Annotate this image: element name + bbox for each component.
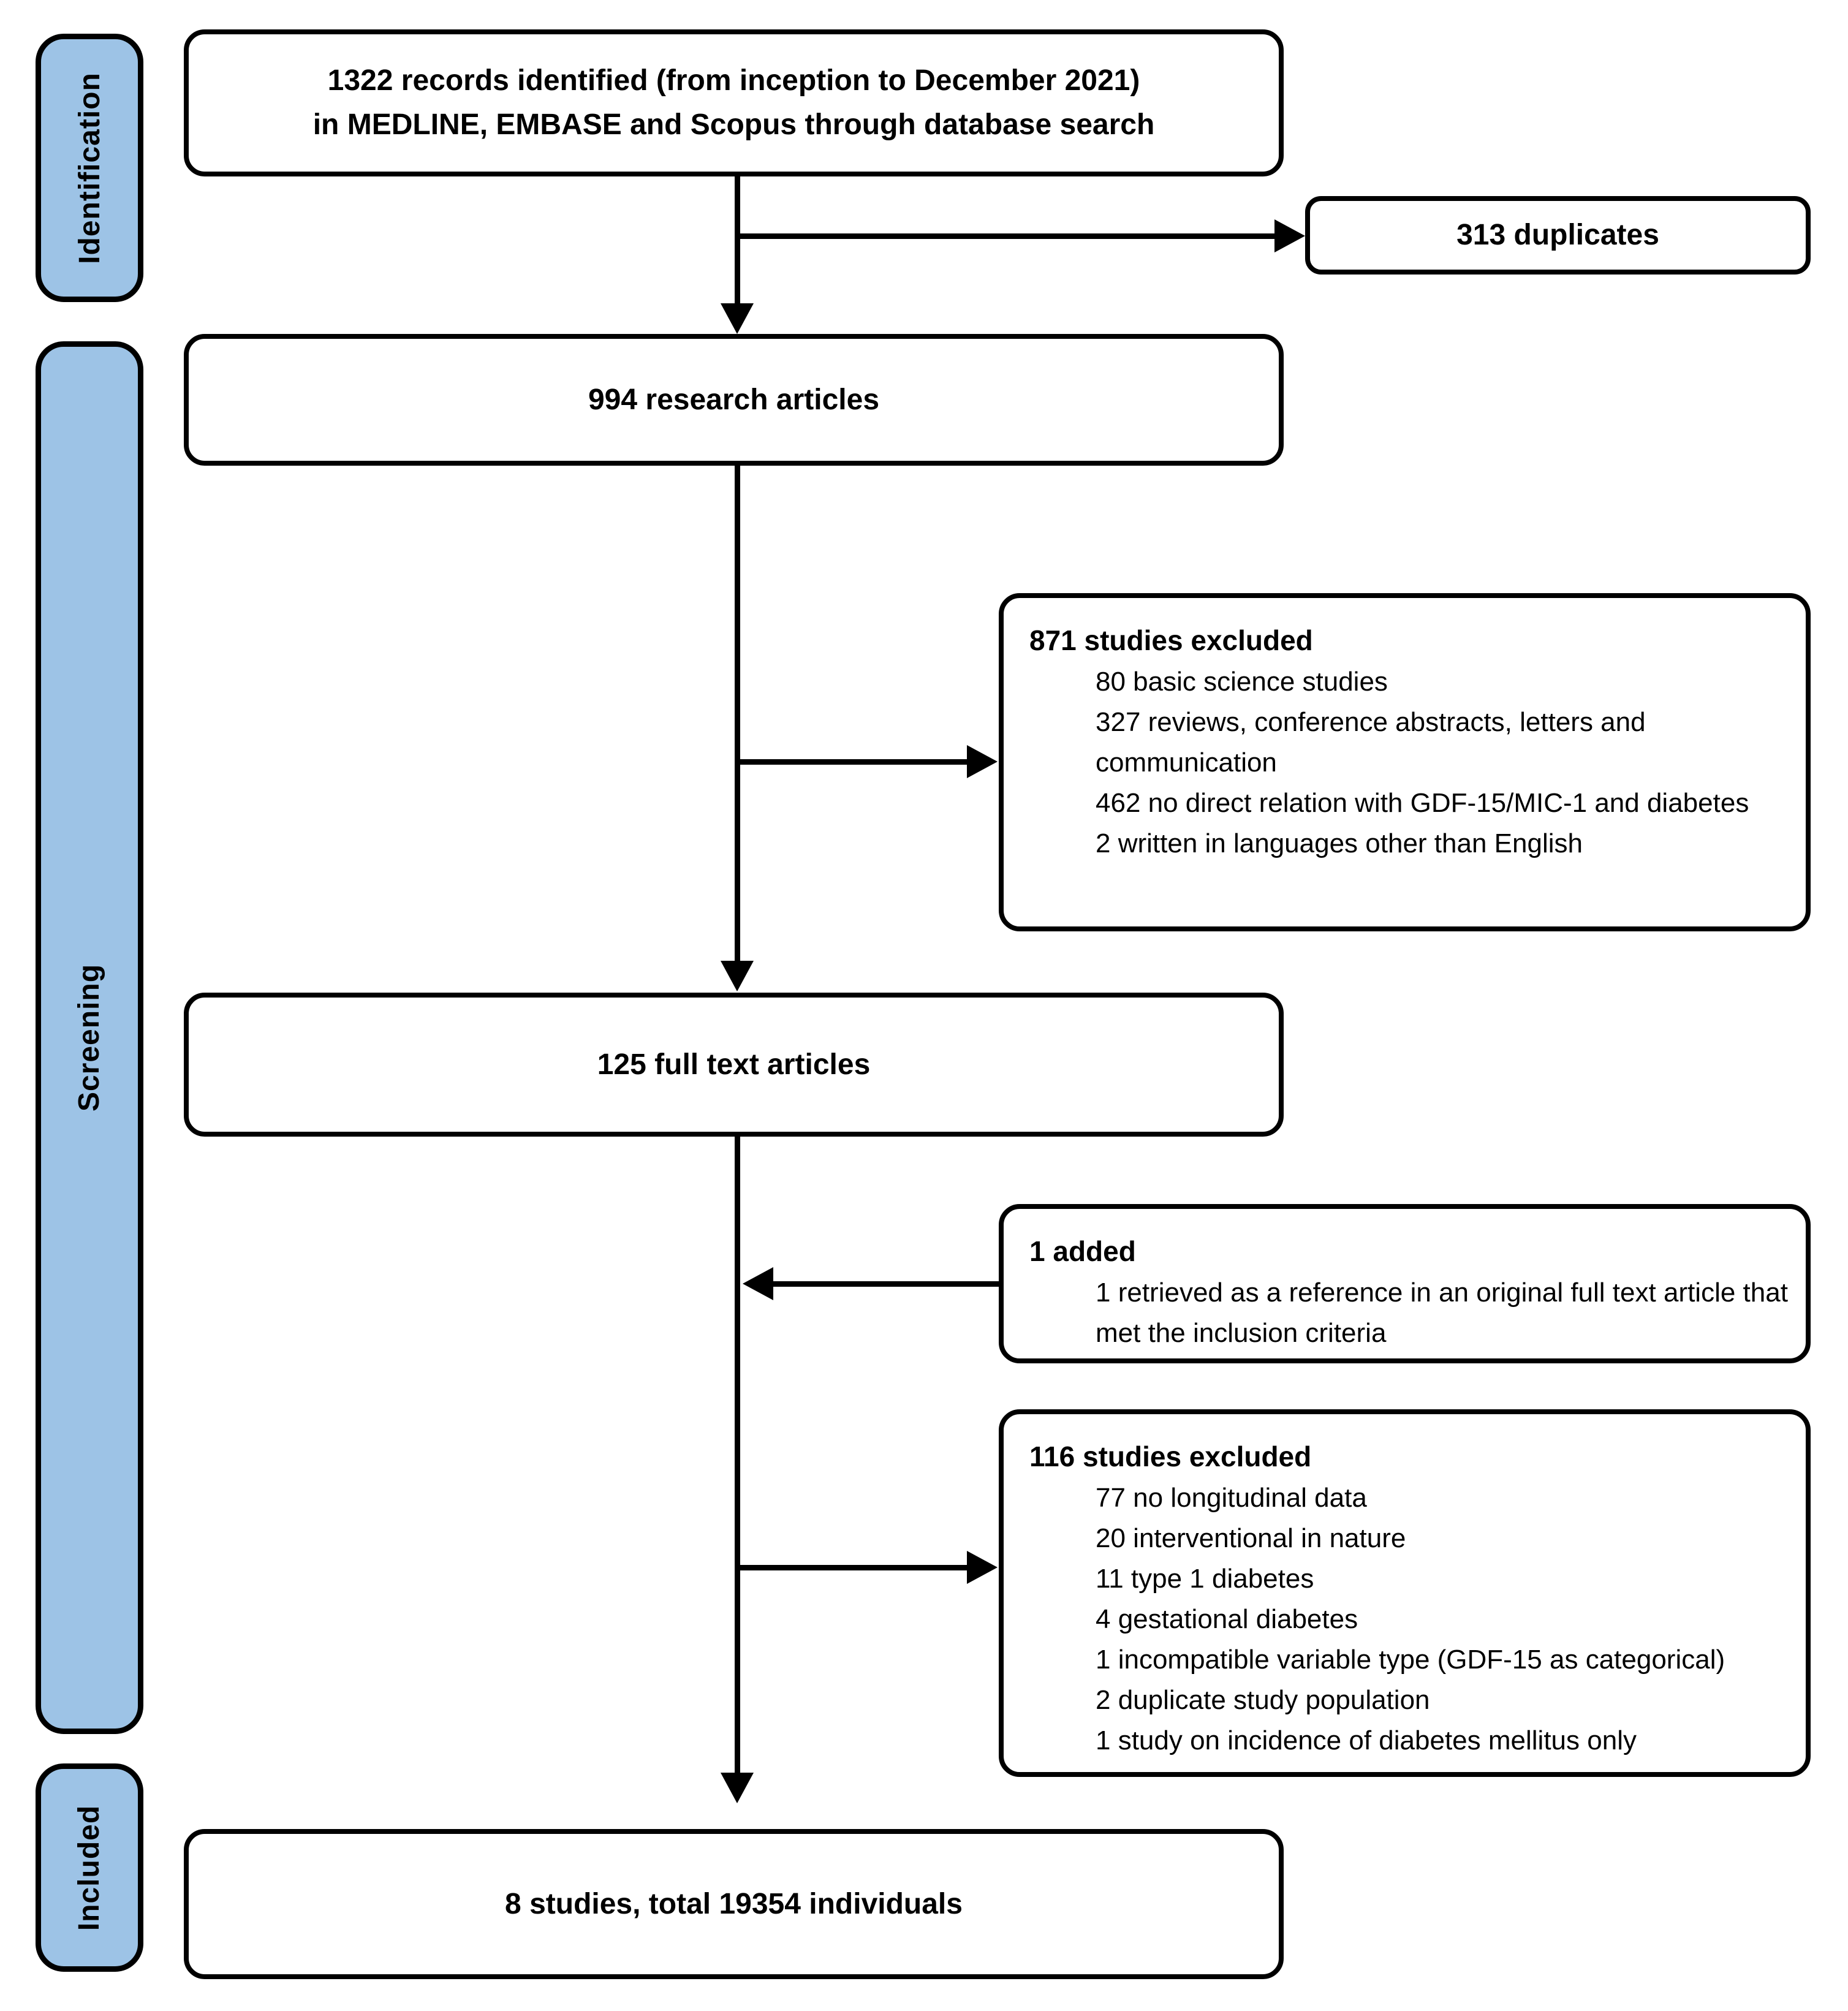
exclusion-item: 11 type 1 diabetes	[1096, 1564, 1314, 1594]
box-fulltext-excluded: 116 studies excluded 77 no longitudinal …	[999, 1409, 1811, 1777]
exclusion-item: 80 basic science studies	[1096, 667, 1388, 697]
box-duplicates: 313 duplicates	[1305, 196, 1811, 275]
connector-research-to-fulltext	[735, 466, 740, 962]
box-included-studies: 8 studies, total 19354 individuals	[184, 1829, 1284, 1979]
connector-records-to-research	[735, 176, 740, 305]
stage-included-label: Included	[73, 1805, 106, 1931]
arrowhead-down-fulltext	[721, 961, 754, 991]
exclusion-item: 1 incompatible variable type (GDF-15 as …	[1096, 1645, 1725, 1675]
connector-to-duplicates	[737, 233, 1278, 239]
fulltext-excluded-items: 77 no longitudinal data 20 interventiona…	[1096, 1478, 1795, 1761]
exclusion-item: 77 no longitudinal data	[1096, 1483, 1367, 1513]
box-full-text-articles: 125 full text articles	[184, 993, 1284, 1137]
stage-identification: Identification	[36, 34, 143, 302]
box-screening-excluded: 871 studies excluded 80 basic science st…	[999, 593, 1811, 931]
stage-screening: Screening	[36, 341, 143, 1734]
box-records-identified: 1322 records identified (from inception …	[184, 29, 1284, 176]
exclusion-item: 2 written in languages other than Englis…	[1096, 828, 1583, 858]
full-text-articles-label: 125 full text articles	[597, 1048, 871, 1081]
exclusion-item: 462 no direct relation with GDF-15/MIC-1…	[1096, 788, 1749, 818]
screening-excluded-header: 871 studies excluded	[1029, 624, 1313, 656]
box-research-articles: 994 research articles	[184, 334, 1284, 466]
exclusion-item: 4 gestational diabetes	[1096, 1604, 1358, 1634]
arrowhead-right-fulltext-excluded	[967, 1551, 998, 1584]
connector-to-screening-excluded	[737, 759, 968, 765]
exclusion-item: 327 reviews, conference abstracts, lette…	[1096, 707, 1646, 778]
duplicates-label: 313 duplicates	[1456, 219, 1659, 251]
stage-identification-label: Identification	[73, 72, 106, 264]
added-item: 1 retrieved as a reference in an origina…	[1096, 1278, 1788, 1348]
exclusion-item: 2 duplicate study population	[1096, 1685, 1430, 1715]
stage-included: Included	[36, 1763, 143, 1972]
stage-screening-label: Screening	[73, 963, 106, 1112]
included-studies-label: 8 studies, total 19354 individuals	[505, 1887, 963, 1920]
connector-to-fulltext-excluded	[737, 1565, 968, 1570]
screening-excluded-items: 80 basic science studies 327 reviews, co…	[1096, 662, 1795, 864]
connector-from-added	[773, 1281, 1000, 1287]
fulltext-excluded-header: 116 studies excluded	[1029, 1441, 1312, 1472]
added-header: 1 added	[1029, 1235, 1136, 1267]
added-items: 1 retrieved as a reference in an origina…	[1096, 1273, 1795, 1354]
research-articles-label: 994 research articles	[588, 383, 880, 416]
box-added: 1 added 1 retrieved as a reference in an…	[999, 1204, 1811, 1363]
arrowhead-right-duplicates	[1274, 219, 1305, 252]
records-line-1: 1322 records identified (from inception …	[327, 64, 1140, 97]
connector-fulltext-to-included	[735, 1137, 740, 1774]
arrowhead-down-research	[721, 303, 754, 334]
arrowhead-right-screening-excluded	[967, 745, 998, 778]
records-line-2: in MEDLINE, EMBASE and Scopus through da…	[312, 108, 1155, 141]
arrowhead-left-added	[743, 1267, 773, 1300]
arrowhead-down-included	[721, 1773, 754, 1803]
exclusion-item: 20 interventional in nature	[1096, 1523, 1406, 1553]
exclusion-item: 1 study on incidence of diabetes mellitu…	[1096, 1725, 1637, 1755]
